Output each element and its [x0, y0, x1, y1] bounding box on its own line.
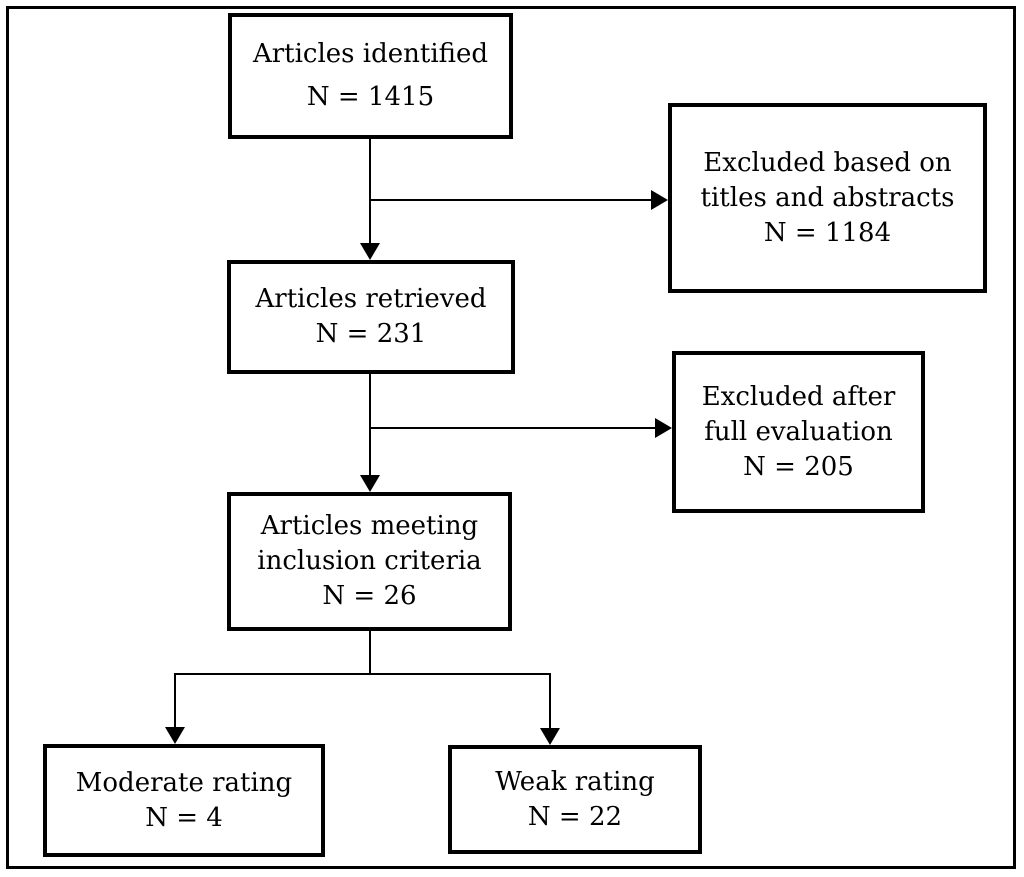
box-articles-retrieved: Articles retrieved N = 231 [227, 260, 515, 374]
box-text-line: Moderate rating [75, 767, 293, 798]
box-text-line: Articles identified [252, 39, 489, 69]
connector-split-horizontal-line [174, 673, 551, 675]
box-count: N = 22 [527, 801, 623, 832]
arrowhead-down-to-weak-icon [540, 728, 560, 745]
arrowhead-right-to-excluded-titles-icon [651, 190, 668, 210]
box-count: N = 4 [145, 802, 223, 833]
box-text-line: full evaluation [704, 416, 893, 447]
box-weak-rating: Weak rating N = 22 [448, 745, 702, 854]
box-text-line: inclusion criteria [257, 546, 482, 576]
box-text-line: Excluded based on [703, 147, 952, 178]
arrowhead-down-to-retrieved-icon [360, 243, 380, 260]
connector-branch-to-excluded-titles-line [370, 199, 652, 201]
arrowhead-down-to-inclusion-icon [360, 475, 380, 492]
box-count: N = 26 [322, 581, 417, 611]
box-count: N = 1415 [306, 82, 435, 112]
box-text-line: Weak rating [495, 766, 655, 797]
box-text-line: titles and abstracts [700, 182, 955, 213]
box-articles-meeting-inclusion: Articles meeting inclusion criteria N = … [227, 492, 512, 631]
arrowhead-down-to-moderate-icon [165, 727, 185, 744]
arrowhead-right-to-excluded-full-icon [655, 418, 672, 438]
connector-retrieved-to-inclusion-line [369, 374, 371, 476]
box-excluded-full-evaluation: Excluded after full evaluation N = 205 [672, 351, 925, 513]
box-excluded-titles-abstracts: Excluded based on titles and abstracts N… [668, 103, 987, 293]
connector-split-to-moderate-line [174, 675, 176, 728]
connector-identified-to-retrieved-line [369, 139, 371, 244]
connector-branch-to-excluded-full-line [370, 427, 656, 429]
box-text-line: Articles retrieved [255, 284, 487, 314]
box-count: N = 231 [315, 319, 427, 349]
box-text-line: Excluded after [701, 381, 896, 412]
box-moderate-rating: Moderate rating N = 4 [43, 744, 325, 857]
connector-split-to-weak-line [549, 675, 551, 729]
connector-inclusion-stem-line [369, 631, 371, 675]
box-count: N = 1184 [763, 217, 892, 248]
box-text-line: Articles meeting [260, 511, 479, 541]
box-count: N = 205 [743, 451, 854, 482]
outer-border [6, 6, 1016, 869]
box-articles-identified: Articles identified N = 1415 [228, 13, 513, 139]
